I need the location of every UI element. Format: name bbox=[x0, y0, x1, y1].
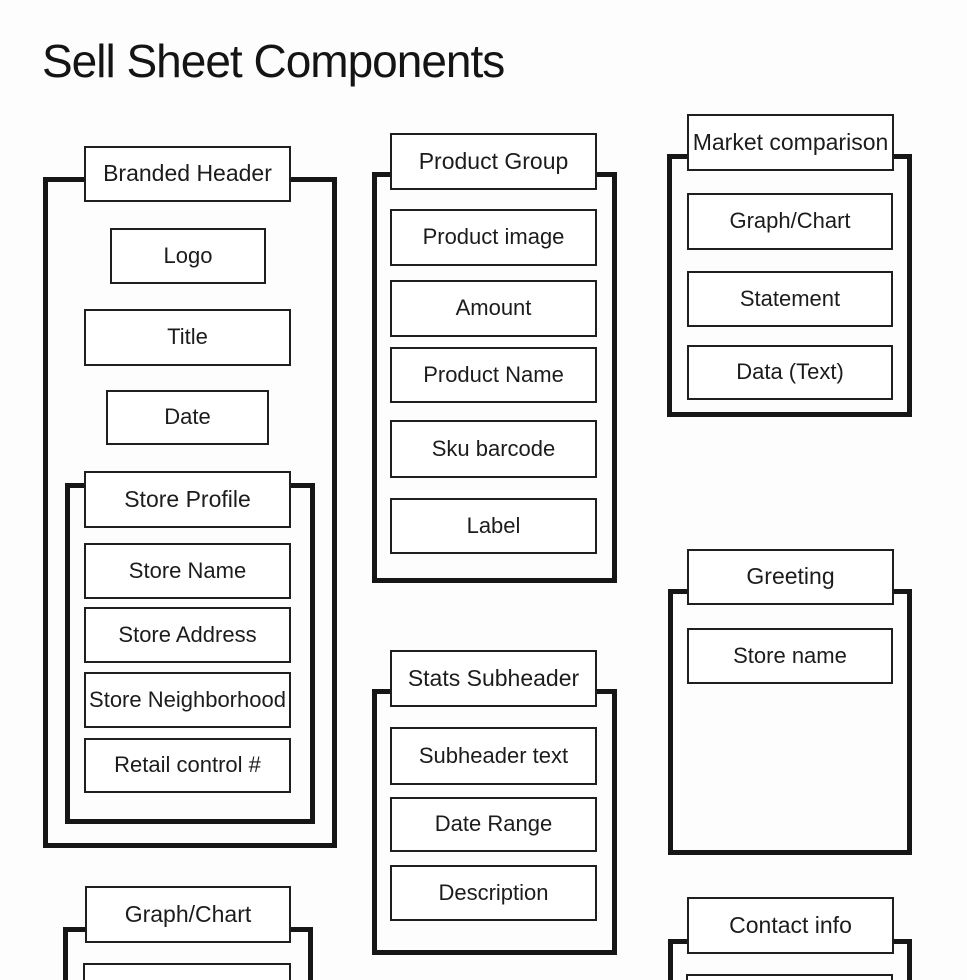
market-comparison-item-graph-chart: Graph/Chart bbox=[687, 193, 893, 250]
branded-header-item-title: Title bbox=[84, 309, 291, 366]
stats-subheader-title-box: Stats Subheader bbox=[390, 650, 597, 707]
graph-chart-item-partial-box bbox=[83, 963, 291, 980]
store-profile-item-store-neighborhood: Store Neighborhood bbox=[84, 672, 291, 728]
store-profile-title-box: Store Profile bbox=[84, 471, 291, 528]
branded-header-title-box: Branded Header bbox=[84, 146, 291, 202]
stats-subheader-item-description: Description bbox=[390, 865, 597, 921]
market-comparison-item-statement: Statement bbox=[687, 271, 893, 327]
product-group-item-product-image: Product image bbox=[390, 209, 597, 266]
branded-header-item-date: Date bbox=[106, 390, 269, 445]
stats-subheader-item-subheader-text: Subheader text bbox=[390, 727, 597, 785]
store-profile-item-retail-control: Retail control # bbox=[84, 738, 291, 793]
market-comparison-title-box: Market comparison bbox=[687, 114, 894, 171]
greeting-title-box: Greeting bbox=[687, 549, 894, 605]
market-comparison-item-data-text: Data (Text) bbox=[687, 345, 893, 400]
graph-chart-title-box: Graph/Chart bbox=[85, 886, 291, 943]
product-group-item-sku-barcode: Sku barcode bbox=[390, 420, 597, 478]
store-profile-item-store-address: Store Address bbox=[84, 607, 291, 663]
product-group-item-amount: Amount bbox=[390, 280, 597, 337]
greeting-item-store-name: Store name bbox=[687, 628, 893, 684]
product-group-title-box: Product Group bbox=[390, 133, 597, 190]
stats-subheader-item-date-range: Date Range bbox=[390, 797, 597, 852]
store-profile-item-store-name: Store Name bbox=[84, 543, 291, 599]
product-group-item-product-name: Product Name bbox=[390, 347, 597, 403]
branded-header-item-logo: Logo bbox=[110, 228, 266, 284]
product-group-item-label: Label bbox=[390, 498, 597, 554]
contact-info-title-box: Contact info bbox=[687, 897, 894, 954]
contact-info-item-partial-box bbox=[686, 974, 893, 980]
page-title: Sell Sheet Components bbox=[42, 35, 505, 87]
